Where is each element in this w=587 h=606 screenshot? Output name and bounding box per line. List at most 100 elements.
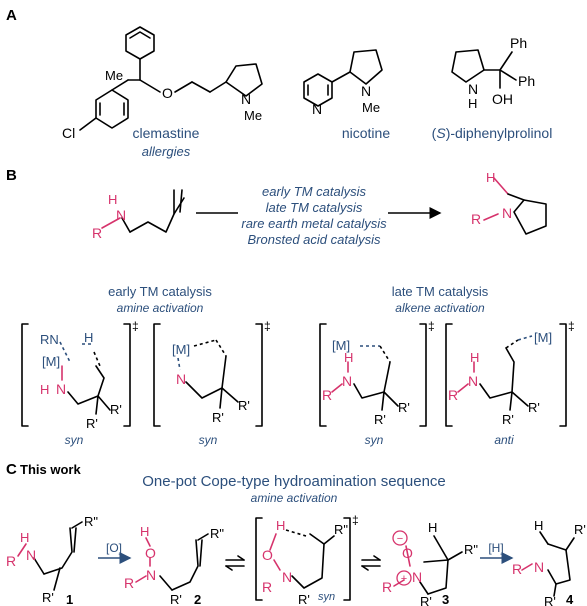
c3-h: H xyxy=(428,520,437,535)
c-ts-o: O xyxy=(262,547,273,563)
ts1-label: syn xyxy=(65,433,84,447)
ts3 xyxy=(319,323,427,427)
c4-h: H xyxy=(534,518,543,533)
ts4-h: H xyxy=(470,350,479,365)
c2-r: R xyxy=(124,575,134,591)
clemastine-name: clemastine xyxy=(133,125,200,141)
c1-number: 1 xyxy=(66,592,73,606)
c2-n: N xyxy=(146,567,156,583)
c-ts-bracket-right xyxy=(343,517,351,601)
b-starting-material xyxy=(101,189,185,233)
ts3-label: syn xyxy=(365,433,384,447)
c-ts-h: H xyxy=(276,518,285,533)
nicotine-ring-n: N xyxy=(312,101,322,117)
ts2-label: syn xyxy=(199,433,218,447)
b-conditions: early TM catalysis late TM catalysis rar… xyxy=(241,184,387,247)
c3-rpp: R" xyxy=(464,542,478,557)
c2-number: 2 xyxy=(194,592,201,606)
ts2-rp2: R' xyxy=(212,410,224,425)
c-equilibrium-2 xyxy=(361,555,381,571)
b-sm-r: R xyxy=(92,225,102,241)
c2-o: O xyxy=(145,545,156,561)
c1-n: N xyxy=(26,547,36,563)
ts1-h-top: H xyxy=(84,330,93,345)
prolinol-ph-top: Ph xyxy=(510,35,527,51)
prolinol-name-prefix: ( xyxy=(432,125,437,141)
ts3-h: H xyxy=(344,350,353,365)
c2-rp: R' xyxy=(170,592,182,606)
ts3-n: N xyxy=(342,373,352,389)
c1-h: H xyxy=(20,530,29,545)
c3-o: O xyxy=(402,545,413,561)
ts4-rp2: R' xyxy=(502,412,514,427)
ts3-dagger: ‡ xyxy=(428,319,435,333)
c-arrow-oxidation-label: [O] xyxy=(106,541,122,555)
clemastine-n: N xyxy=(241,91,251,107)
ts4-m: [M] xyxy=(534,330,552,345)
ts4-dagger: ‡ xyxy=(568,319,575,333)
c-ts-label: syn xyxy=(318,591,335,603)
ts4-r: R xyxy=(448,387,458,403)
ts1-rp2: R' xyxy=(86,416,98,431)
c-equilibrium-1 xyxy=(225,555,245,571)
b-product xyxy=(483,177,547,235)
prolinol-h: H xyxy=(468,96,477,111)
ts1-dagger: ‡ xyxy=(132,319,139,333)
prolinol-name-s: S xyxy=(436,125,446,141)
panel-c-title: One-pot Cope-type hydroamination sequenc… xyxy=(142,473,446,490)
prolinol-oh: OH xyxy=(492,91,513,107)
c3-rp: R' xyxy=(420,594,432,606)
b-product-r: R xyxy=(471,211,481,227)
ts2-bracket-left xyxy=(153,323,161,427)
nicotine-structure xyxy=(303,49,383,107)
ts1-h: H xyxy=(40,382,49,397)
b-product-h: H xyxy=(486,170,495,185)
b-early-subtitle: amine activation xyxy=(117,301,204,315)
prolinol-structure xyxy=(451,49,517,89)
prolinol-n: N xyxy=(468,81,478,97)
c2-rpp: R" xyxy=(210,526,224,541)
clemastine-o: O xyxy=(162,85,173,101)
c4-rp2: R' xyxy=(544,594,556,606)
b-condition-1: late TM catalysis xyxy=(266,200,363,215)
c1-structure xyxy=(17,521,83,591)
c3-plus: + xyxy=(401,573,407,585)
c1-rpp: R" xyxy=(84,514,98,529)
c4-r: R xyxy=(512,561,522,577)
b-product-n: N xyxy=(502,205,512,221)
panel-a-letter: A xyxy=(6,7,17,24)
b-condition-0: early TM catalysis xyxy=(262,184,367,199)
c1-rp: R' xyxy=(42,590,54,605)
ts2-n: N xyxy=(176,371,186,387)
c3-plus-charge xyxy=(396,570,412,586)
ts1-rp1: R' xyxy=(110,402,122,417)
ts4-n: N xyxy=(468,373,478,389)
b-late-subtitle: alkene activation xyxy=(395,301,485,315)
clemastine-me: Me xyxy=(105,68,123,83)
clemastine-n-me: Me xyxy=(244,108,262,123)
panel-c-subtitle: amine activation xyxy=(251,491,338,505)
ts1-bracket-left xyxy=(21,323,29,427)
ts3-m: [M] xyxy=(332,338,350,353)
panel-c: C This work One-pot Cope-type hydroamina… xyxy=(6,461,586,606)
clemastine-use: allergies xyxy=(142,144,191,159)
c3-minus-charge xyxy=(392,530,408,546)
clemastine-structure xyxy=(79,26,263,131)
panel-b: B H N R early TM catalysis late TM catal… xyxy=(6,167,575,447)
c3-number: 3 xyxy=(442,592,449,606)
nicotine-me: Me xyxy=(362,100,380,115)
clemastine-cl: Cl xyxy=(62,125,75,141)
ts4-label: anti xyxy=(494,433,514,447)
ts1-m: [M] xyxy=(42,354,60,369)
b-late-title: late TM catalysis xyxy=(392,284,489,299)
ts3-bracket-left xyxy=(319,323,327,427)
ts1-rn: RN xyxy=(40,332,59,347)
b-sm-n: N xyxy=(116,207,126,223)
ts3-rp2: R' xyxy=(374,412,386,427)
ts1-n: N xyxy=(56,381,66,397)
nicotine-name: nicotine xyxy=(342,125,390,141)
c-arrow-reduction-label: [H] xyxy=(488,541,503,555)
ts2-bracket-right xyxy=(255,323,263,427)
c-ts xyxy=(255,517,351,601)
c-ts-rpp: R" xyxy=(334,522,348,537)
